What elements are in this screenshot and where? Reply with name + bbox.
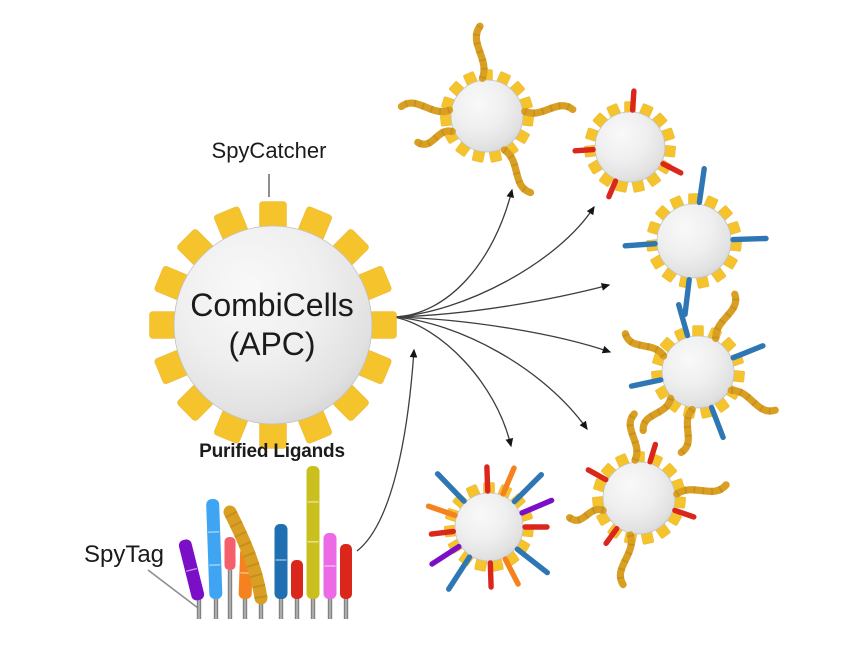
gold-tentacle-ligand <box>712 290 740 342</box>
spycatcher-label: SpyCatcher <box>211 138 327 163</box>
cell-body <box>173 225 373 425</box>
satellite-cell-multi <box>425 464 555 592</box>
blue-spike-ligand <box>730 235 769 243</box>
red-spike-ligand <box>572 146 596 154</box>
ligand-bar <box>291 560 303 599</box>
blue-spike-ligand <box>622 240 658 249</box>
red-spike-ligand <box>484 464 491 494</box>
cell-body <box>656 203 732 279</box>
arrow <box>356 348 418 552</box>
blue-spike-ligand <box>708 404 726 441</box>
spycatcher-ring <box>149 201 397 449</box>
cell-body <box>594 111 666 183</box>
spycatcher-square <box>369 311 397 339</box>
spytag-pointer-line <box>147 569 199 609</box>
satellite-cell-gold-blue <box>621 290 779 456</box>
red-spike-ligand <box>629 88 637 113</box>
ligand-bar <box>340 544 352 599</box>
arrow <box>393 316 612 354</box>
arrow <box>393 188 514 318</box>
arrow <box>393 316 588 431</box>
purple-spike-ligand <box>519 497 555 516</box>
spycatcher-ring <box>583 101 677 193</box>
red-spike-ligand <box>660 161 684 176</box>
ligand-bar <box>224 537 236 570</box>
red-spike-ligand <box>606 178 619 200</box>
spycatcher-square <box>673 496 687 509</box>
ligand-bar-curved <box>223 505 268 605</box>
red-spike-ligand <box>428 528 456 537</box>
ligand-bar <box>323 533 337 599</box>
blue-spike-ligand <box>434 471 467 504</box>
ligand-bar <box>178 539 205 601</box>
red-spike-ligand <box>603 526 620 546</box>
cell-body <box>450 79 524 153</box>
gold-tentacle-ligand <box>727 386 779 415</box>
purified-ligand-bars <box>178 466 352 619</box>
spycatcher-square <box>663 144 677 158</box>
arrow <box>393 316 514 448</box>
spycatcher-square <box>149 311 177 339</box>
combicells-label-line2: (APC) <box>228 326 316 362</box>
red-spike-ligand <box>672 507 697 520</box>
spycatcher-ring <box>645 193 743 289</box>
fan-arrows <box>356 188 612 552</box>
red-spike-ligand <box>487 560 494 590</box>
ligand-bar <box>206 499 223 600</box>
blue-spike-ligand <box>628 377 664 389</box>
blue-spike-ligand <box>682 277 692 318</box>
blue-spike-ligand <box>446 554 473 592</box>
blue-spike-ligand <box>696 165 707 206</box>
satellite-cell-gold <box>397 22 577 197</box>
combicells-label-line1: CombiCells <box>190 287 354 323</box>
ligand-bar <box>274 524 288 599</box>
blue-spike-ligand <box>730 343 766 361</box>
blue-spike-ligand <box>514 546 550 576</box>
arrow <box>393 283 611 318</box>
gold-tentacle-ligand <box>500 146 535 197</box>
combicell-apc <box>149 201 397 449</box>
gold-tentacle-ligand <box>626 410 641 464</box>
red-spike-ligand <box>647 441 659 465</box>
arrow <box>393 205 595 318</box>
gold-tentacle-ligand <box>621 330 668 360</box>
orange-spike-ligand <box>502 556 521 587</box>
spycatcher-square <box>692 325 704 337</box>
gold-tentacle-ligand <box>639 394 675 435</box>
spytag-label: SpyTag <box>83 541 165 568</box>
spycatcher-square <box>259 201 287 229</box>
purple-spike-ligand <box>429 543 462 567</box>
satellite-cell-gold-red <box>566 410 730 589</box>
red-spike-ligand <box>585 467 609 483</box>
blue-spike-ligand <box>511 472 544 505</box>
spycatcher-square <box>732 370 746 383</box>
spycatcher-square <box>439 114 453 127</box>
cell-body <box>661 335 735 409</box>
combicells-apc-label: CombiCells (APC) <box>190 286 354 364</box>
orange-spike-ligand <box>500 465 517 497</box>
purified-ligands-label: Purified Ligands <box>199 441 345 462</box>
satellite-cell-red <box>572 88 684 200</box>
satellite-cell-blue <box>622 165 769 318</box>
ligand-bar <box>306 466 320 599</box>
cell-body <box>602 461 676 535</box>
blue-spike-ligand <box>676 302 691 339</box>
orange-spike-ligand <box>425 503 458 518</box>
gold-tentacle-ligand <box>677 405 696 456</box>
